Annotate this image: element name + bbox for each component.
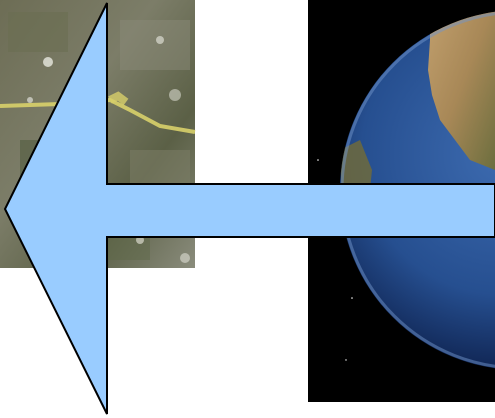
diagram-canvas: [0, 0, 495, 418]
diagram-svg: [0, 0, 495, 418]
